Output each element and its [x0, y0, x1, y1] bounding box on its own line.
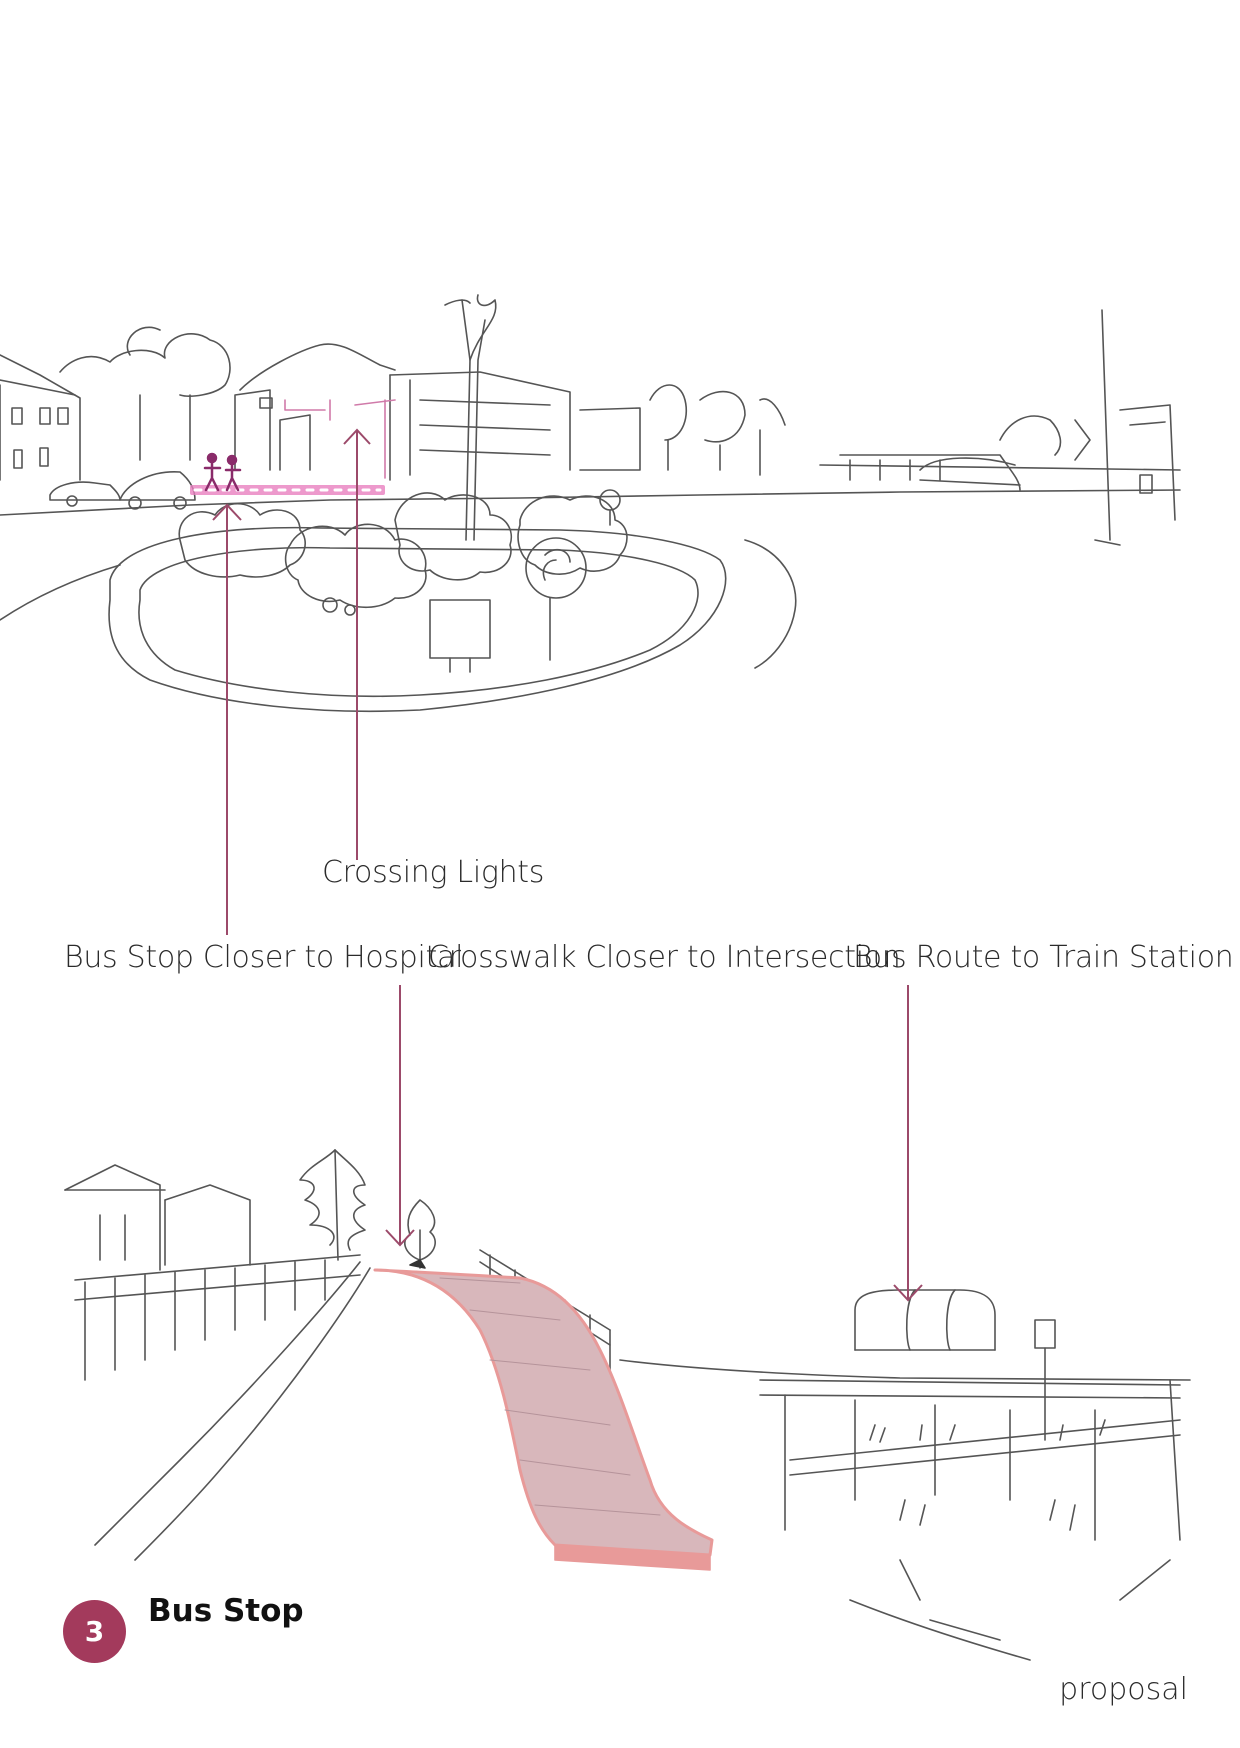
bus-stop-closer-label: Bus Stop Closer to Hospital: [64, 940, 464, 975]
proposal-caption: proposal: [1059, 1672, 1188, 1707]
bus-route-label: Bus Route to Train Station: [853, 940, 1234, 975]
annotation-arrows: [212, 428, 923, 1302]
section-number-badge: 3: [63, 1600, 126, 1663]
proposed-walkway: [373, 1259, 714, 1571]
roundabout-sketch: [0, 294, 1181, 713]
section-title: Bus Stop: [148, 1593, 304, 1629]
pedestrians-figure: [203, 452, 242, 492]
crosswalk-closer-label: Crosswalk Closer to Intersection: [428, 940, 901, 975]
crossing-lights-label: Crossing Lights: [322, 855, 545, 890]
bus-stop-sketch: [64, 1149, 1191, 1661]
crosswalk-highlight: [190, 485, 385, 495]
